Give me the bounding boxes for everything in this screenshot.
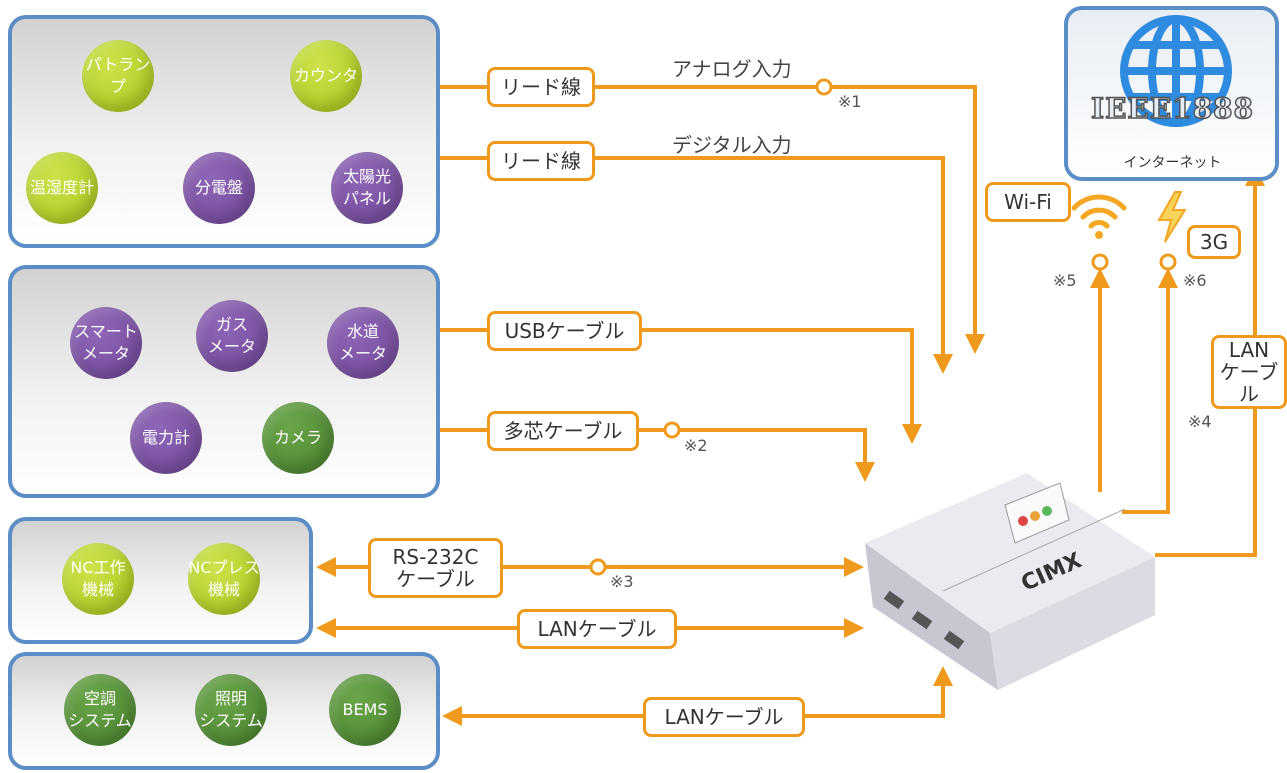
globe-icon [1120, 15, 1232, 127]
nc-machine-panel [8, 517, 313, 644]
lan-right-line [1155, 166, 1265, 557]
note-3: ※3 [610, 572, 634, 591]
internet-label: インターネット [1123, 155, 1222, 171]
analog-input-label: アナログ入力 [672, 57, 792, 81]
lan-cable-label-bems: LANケーブル [643, 697, 805, 737]
note-marker-3 [589, 558, 607, 576]
solar-panel-node: 太陽光 パネル [331, 152, 403, 224]
camera-node: カメラ [262, 402, 334, 474]
lan-bems-line [442, 666, 953, 726]
air-conditioning-node: 空調 システム [64, 674, 136, 746]
lead-wire-label-2: リード線 [487, 141, 595, 181]
3g-label: 3G [1187, 225, 1241, 259]
nc-machine-tool-node: NC工作 機械 [62, 543, 134, 615]
patrol-lamp-node: パトランプ [82, 40, 154, 112]
power-meter-node: 電力計 [130, 402, 202, 474]
note-6: ※6 [1183, 271, 1207, 290]
digital-line [440, 156, 953, 374]
water-meter-node: 水道 メータ [327, 307, 399, 379]
distribution-board-node: 分電盤 [183, 152, 255, 224]
lan-cable-label-nc: LANケーブル [517, 609, 677, 649]
note-2: ※2 [684, 436, 708, 455]
smart-meter-node: スマート メータ [70, 307, 142, 379]
nc-press-node: NCプレス 機械 [188, 543, 260, 615]
usb-cable-label: USBケーブル [487, 311, 642, 351]
counter-node: カウンタ [290, 40, 362, 112]
lead-wire-label-1: リード線 [487, 67, 595, 107]
wifi-label: Wi-Fi [985, 182, 1071, 222]
note-marker-2 [663, 421, 681, 439]
note-marker-5 [1091, 253, 1109, 271]
thermo-hygrometer-node: 温湿度計 [26, 152, 98, 224]
lighting-system-node: 照明 システム [195, 674, 267, 746]
note-1: ※1 [838, 92, 862, 111]
lan-cable-label-right: LAN ケーブル [1211, 335, 1287, 409]
rs232c-cable-label: RS-232C ケーブル [368, 538, 503, 598]
gateway-device-image [865, 473, 1155, 690]
ieee1888-label: IEEE1888 [1090, 91, 1255, 126]
multicore-cable-label: 多芯ケーブル [487, 411, 639, 451]
bems-node: BEMS [329, 674, 401, 746]
wifi-icon [1071, 194, 1127, 239]
3g-line [1122, 268, 1178, 514]
analog-line [440, 85, 985, 354]
note-marker-6 [1159, 253, 1177, 271]
note-5: ※5 [1053, 271, 1077, 290]
digital-input-label: デジタル入力 [672, 133, 792, 157]
gas-meter-node: ガス メータ [196, 300, 268, 372]
lightning-icon [1157, 191, 1187, 243]
note-4: ※4 [1188, 412, 1212, 431]
note-marker-1 [815, 78, 833, 96]
